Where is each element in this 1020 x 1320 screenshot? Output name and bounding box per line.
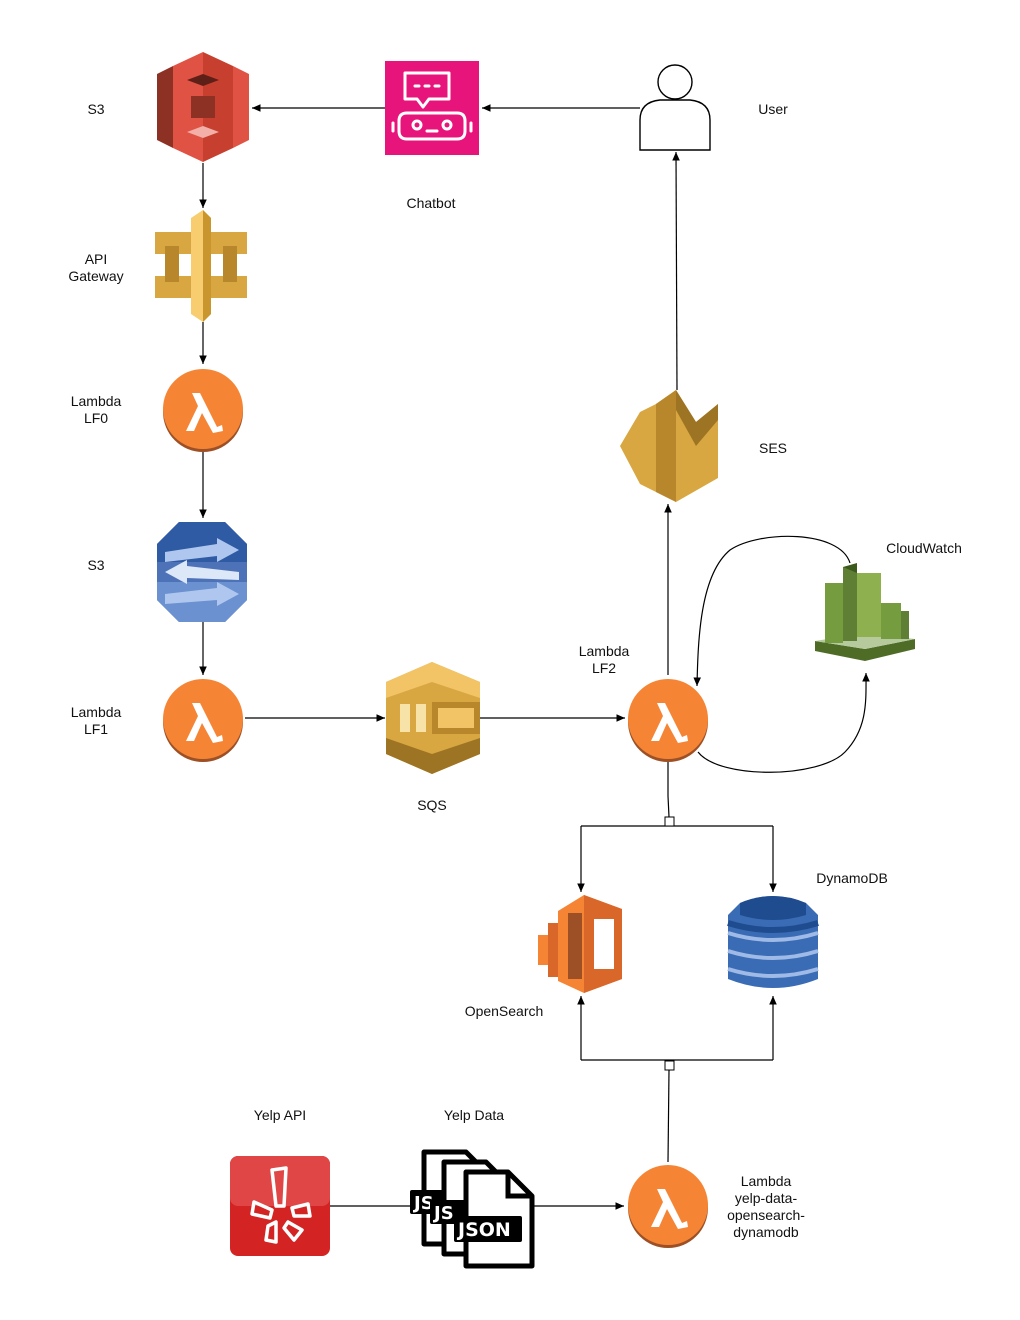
label-lambda-yelp: Lambda yelp-data- opensearch- dynamodb bbox=[727, 1173, 805, 1240]
lambda-icon-lf2 bbox=[628, 679, 708, 762]
label-api-gateway: API Gateway bbox=[68, 251, 124, 284]
label-dynamodb: DynamoDB bbox=[816, 870, 888, 886]
lambda-icon-lf1 bbox=[163, 679, 243, 762]
label-lambda-lf2: Lambda LF2 bbox=[578, 643, 630, 676]
lambda-icon-lf0 bbox=[163, 369, 243, 452]
label-yelp-api: Yelp API bbox=[253, 1107, 307, 1123]
opensearch-icon bbox=[538, 895, 622, 993]
chatbot-icon bbox=[385, 61, 479, 155]
sqs-icon bbox=[386, 662, 480, 774]
svg-text:JS: JS bbox=[412, 1193, 434, 1214]
label-user: User bbox=[758, 101, 788, 117]
label-sqs: SQS bbox=[417, 797, 447, 813]
json-files-icon: JS JS JSON bbox=[410, 1149, 535, 1269]
ses-icon bbox=[620, 390, 718, 502]
svg-text:JSON: JSON bbox=[456, 1219, 511, 1241]
yelp-icon bbox=[230, 1156, 330, 1256]
user-icon bbox=[639, 64, 711, 151]
dynamodb-icon bbox=[727, 896, 819, 988]
label-s3-mid: S3 bbox=[87, 557, 105, 573]
junction-box-lf2 bbox=[664, 816, 675, 827]
edge-lambdayelp-up bbox=[667, 1069, 670, 1163]
label-lambda-lf1: Lambda LF1 bbox=[70, 704, 122, 737]
junction-box-yelp bbox=[664, 1060, 675, 1071]
lambda-icon-yelp bbox=[628, 1165, 708, 1248]
svg-text:JS: JS bbox=[432, 1203, 454, 1224]
s3-icon bbox=[157, 52, 249, 162]
label-ses: SES bbox=[758, 440, 787, 456]
kinesis-icon bbox=[157, 522, 247, 622]
edge-lf2-to-cloudwatch bbox=[697, 672, 870, 773]
edge-ses-to-user bbox=[672, 151, 680, 391]
label-lambda-lf0: Lambda LF0 bbox=[70, 393, 122, 426]
edges bbox=[199, 104, 870, 1210]
api-gateway-icon bbox=[155, 210, 247, 322]
label-chatbot: Chatbot bbox=[406, 195, 456, 211]
label-opensearch: OpenSearch bbox=[464, 1003, 544, 1019]
cloudwatch-icon bbox=[815, 563, 915, 661]
label-yelp-data: Yelp Data bbox=[443, 1107, 505, 1123]
label-cloudwatch: CloudWatch bbox=[886, 540, 962, 556]
edge-cloudwatch-to-lf2 bbox=[693, 535, 851, 687]
label-s3-top: S3 bbox=[87, 101, 105, 117]
